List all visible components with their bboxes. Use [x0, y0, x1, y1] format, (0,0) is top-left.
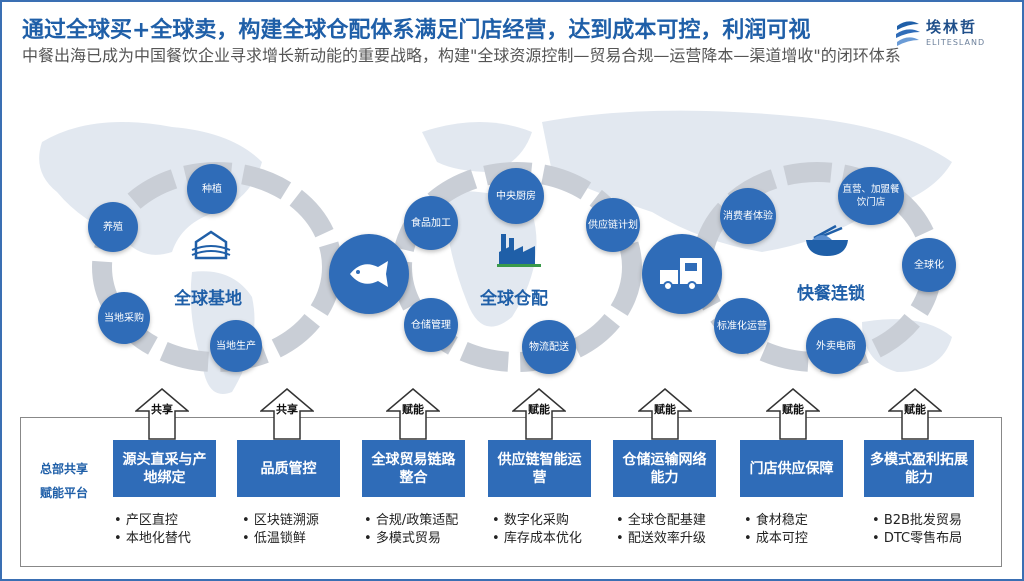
logo-text-cn: 埃林哲 [926, 18, 978, 36]
bullet-item: • 本地化替代 [114, 531, 191, 546]
bullet-list: • 区块链溯源 • 低温锁鲜 [242, 512, 319, 548]
capability-box: 多模式盈利拓展能力 [864, 440, 974, 497]
arrow-label: 共享 [276, 403, 298, 416]
node-globalization: 全球化 [902, 238, 956, 292]
node-logistics: 物流配送 [522, 320, 576, 374]
bullet-item: • B2B批发贸易 [872, 513, 962, 528]
bullet-item: • 食材稳定 [744, 513, 808, 528]
bullet-list: • 食材稳定 • 成本可控 [744, 512, 808, 548]
hub-truck [642, 234, 722, 314]
platform-frame [20, 417, 1002, 567]
capability-box: 门店供应保障 [740, 440, 843, 497]
arrow-label: 赋能 [782, 403, 804, 416]
support-arrow: 共享 [258, 388, 316, 444]
platform-label-line-1: 总部共享 [40, 462, 89, 476]
bullet-item: • 区块链溯源 [242, 513, 319, 528]
node-delivery-ecommerce: 外卖电商 [806, 318, 866, 374]
bullet-item: • 产区直控 [114, 513, 178, 528]
platform-label-line-2: 赋能平台 [40, 486, 89, 500]
node-supply-chain-plan: 供应链计划 [586, 198, 640, 252]
support-arrow: 赋能 [764, 388, 822, 444]
bullet-item: • 低温锁鲜 [242, 531, 306, 546]
bullet-item: • 数字化采购 [492, 513, 569, 528]
bullet-item: • 成本可控 [744, 531, 808, 546]
bullet-item: • 全球仓配基建 [616, 513, 706, 528]
support-arrow: 赋能 [636, 388, 694, 444]
node-local-production: 当地生产 [210, 320, 262, 372]
arrow-label: 赋能 [654, 403, 676, 416]
capability-box: 仓储运输网络能力 [613, 440, 716, 497]
bullet-list: • 数字化采购 • 库存成本优化 [492, 512, 582, 548]
support-arrow: 共享 [133, 388, 191, 444]
capability-box: 品质管控 [237, 440, 340, 497]
bullet-item: • 多模式贸易 [364, 531, 441, 546]
logo-mark-icon [896, 21, 920, 46]
company-logo: 埃林哲 ELITESLAND [894, 16, 1004, 58]
arrow-label: 赋能 [528, 403, 550, 416]
bullet-item: • 库存成本优化 [492, 531, 582, 546]
bullet-item: • 配送效率升级 [616, 531, 706, 546]
factory-icon [497, 234, 541, 267]
node-standard-ops: 标准化运营 [714, 298, 770, 354]
bullet-item: • 合规/政策适配 [364, 513, 459, 528]
farm-icon [191, 230, 231, 260]
arrow-label: 赋能 [402, 403, 424, 416]
node-food-processing: 食品加工 [404, 196, 458, 250]
platform-label: 总部共享 赋能平台 [40, 457, 88, 505]
arrow-label: 赋能 [904, 403, 926, 416]
cycle-center-fast-food-chain: 快餐连锁 [797, 284, 865, 304]
bullet-list: • 产区直控 • 本地化替代 [114, 512, 191, 548]
bullet-list: • 合规/政策适配 • 多模式贸易 [364, 512, 458, 548]
node-local-purchase: 当地采购 [98, 292, 150, 344]
node-consumer-experience: 消费者体验 [720, 188, 776, 244]
page-title: 通过全球买+全球卖，构建全球仓配体系满足门店经营，达到成本可控，利润可视 [22, 18, 811, 43]
node-planting: 种植 [187, 164, 237, 214]
node-breeding: 养殖 [88, 202, 138, 252]
capability-box: 全球贸易链路整合 [362, 440, 465, 497]
hub-fish [329, 234, 409, 314]
logo-text-en: ELITESLAND [926, 38, 986, 47]
fish-icon [350, 261, 388, 287]
node-restaurant-stores: 直营、加盟餐饮门店 [838, 167, 904, 225]
bullet-item: • DTC零售布局 [872, 531, 963, 546]
support-arrow: 赋能 [510, 388, 568, 444]
food-bowl-icon [806, 224, 848, 256]
page-subtitle: 中餐出海已成为中国餐饮企业寻求增长新动能的重要战略，构建"全球资源控制—贸易合规… [22, 46, 901, 65]
cycle-center-global-base: 全球基地 [174, 289, 242, 309]
arrow-label: 共享 [151, 403, 173, 416]
node-warehouse-mgmt: 仓储管理 [404, 298, 458, 352]
bullet-list: • B2B批发贸易 • DTC零售布局 [872, 512, 962, 548]
capability-box: 源头直采与产地绑定 [113, 440, 216, 497]
cycle-center-global-warehouse: 全球仓配 [480, 289, 548, 309]
support-arrow: 赋能 [384, 388, 442, 444]
node-central-kitchen: 中央厨房 [488, 168, 544, 224]
capability-box: 供应链智能运营 [488, 440, 591, 497]
bullet-list: • 全球仓配基建 • 配送效率升级 [616, 512, 706, 548]
support-arrow: 赋能 [886, 388, 944, 444]
truck-icon [660, 258, 702, 291]
